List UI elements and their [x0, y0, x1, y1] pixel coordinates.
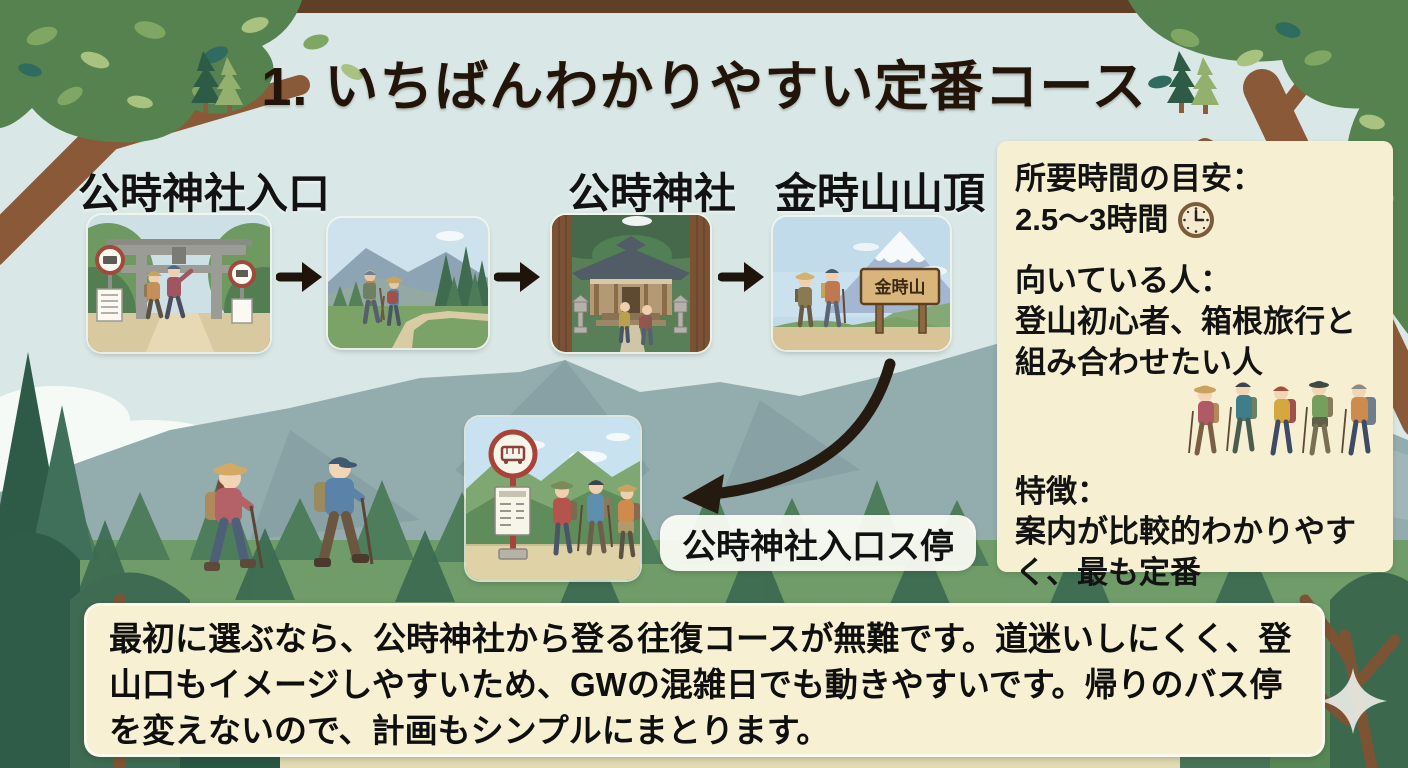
info-panel: 所要時間の目安： 2.5〜3時間 向いている人： 登山初心者、箱根旅行と組み合わ… — [997, 141, 1393, 590]
waiting-hikers — [551, 480, 640, 560]
summit-sign-text: 金時山 — [874, 277, 926, 297]
sparkle-icon — [1319, 668, 1387, 734]
flow-arrow-icon — [494, 262, 540, 292]
features-value: 案内が比較的わかりやすく、最も定番 — [1015, 514, 1356, 591]
title-bar: 1. いちばんわかりやすい定番コース — [0, 42, 1408, 121]
top-left-tree — [0, 0, 363, 265]
duration-value: 2.5〜3時間 — [1015, 201, 1169, 237]
flow-arrow-icon — [718, 262, 764, 292]
hiker-male — [314, 457, 374, 567]
bus-stop-label-text: 公時神社入口ス停 — [682, 527, 954, 566]
suited-label: 向いている人： — [1015, 262, 1232, 298]
visitors — [619, 302, 653, 345]
hikers — [795, 269, 846, 328]
station-image-torii-entrance — [88, 215, 270, 352]
foreground-hikers — [204, 457, 374, 571]
curved-arrow-icon — [682, 358, 896, 514]
hikers — [362, 270, 402, 326]
bus-stop-label: 公時神社入口ス停 — [660, 515, 976, 571]
pine-trees-icon — [191, 50, 244, 114]
duration-label: 所要時間の目安： — [1015, 161, 1263, 196]
station-image-forest-trail — [328, 218, 488, 348]
clock-icon — [1178, 202, 1215, 239]
hiker-group-icon — [1188, 381, 1376, 456]
station-image-summit: 金時山 — [773, 217, 950, 350]
bus-stop-sign-icon — [488, 429, 538, 560]
station-label-summit: 金時山山頂 — [775, 170, 986, 217]
station-label-shrine: 公時神社 — [568, 170, 737, 217]
station-image-shrine — [552, 215, 710, 352]
station-label-torii: 公時神社入口 — [78, 170, 331, 217]
station-image-bus-stop — [466, 417, 640, 580]
pine-trees-icon — [1166, 50, 1219, 114]
description-text: 最初に選ぶなら、公時神社から登る往復コースが無難です。道迷いしにくく、登山口もイ… — [109, 620, 1292, 750]
top-branch — [250, 0, 1140, 13]
features-label: 特徴： — [1015, 473, 1108, 509]
suited-value: 登山初心者、箱根旅行と組み合わせたい人 — [1015, 303, 1356, 380]
hikers — [144, 265, 194, 320]
summit-sign-icon: 金時山 — [859, 267, 941, 334]
page-title: 1. いちばんわかりやすい定番コース — [261, 57, 1147, 117]
hiker-female — [204, 463, 264, 571]
flow-arrow-icon — [276, 262, 322, 292]
bus-stop-sign-icon — [95, 245, 125, 322]
stone-lantern-icon — [570, 294, 691, 334]
description-box: 最初に選ぶなら、公時神社から登る往復コースが無難です。道迷いしにくく、登山口もイ… — [84, 603, 1325, 757]
sign-icon — [228, 260, 256, 324]
